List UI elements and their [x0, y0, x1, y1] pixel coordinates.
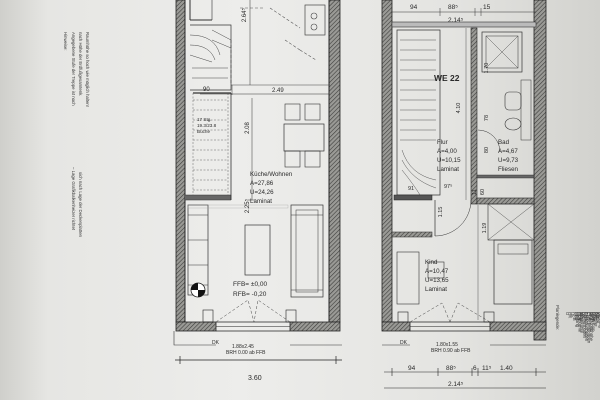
lage-note-line: sich nach Lage der Deckenplatten: [78, 172, 83, 238]
window-brh: BRH 0.90 ab FFB: [431, 348, 471, 354]
window-type: DK: [400, 340, 408, 346]
hinweise-notes: Hinweise: Angegebene Stufe der Treppe is…: [63, 32, 90, 238]
dim-text: 2.08: [245, 122, 251, 134]
legend-item: Unterkante: [580, 312, 585, 334]
dim-text: 2.64⁵: [241, 7, 248, 22]
legend-item: Rohfußboden: [582, 312, 587, 339]
dim-text: 90: [203, 87, 210, 93]
dim-text: 94: [408, 365, 416, 372]
legend-item: Heizung: [598, 312, 600, 328]
dim-text: 2.14⁵: [448, 381, 464, 388]
dim-text: 11: [472, 189, 478, 195]
room-name: Bad: [498, 139, 510, 146]
plan-legend: Planlegende:: [555, 305, 560, 330]
room-area: A=4,67: [498, 148, 518, 155]
right-party-wall: [328, 0, 341, 323]
dim-text: 88⁵: [448, 4, 458, 11]
dim-text: 88⁵: [446, 365, 456, 372]
stairs-label: Buche: [197, 129, 210, 134]
dim-text: 80: [484, 147, 490, 153]
right-unit-plan: [381, 0, 547, 389]
window-size: 1.80x1.55: [436, 342, 458, 348]
room-perimeter: U=9,73: [498, 157, 519, 164]
legend-abbrev: FLU: [583, 312, 588, 320]
room-name: Küche/Wohnen: [250, 171, 293, 178]
rfb-level: RFB= -0,20: [233, 291, 267, 298]
dim-text: 11⁵: [482, 365, 492, 372]
legend-abbrev: FLÜ: [586, 312, 591, 320]
legend-abbrev: HWR: [590, 312, 595, 322]
legend-item: Dreh-Kipp: [591, 312, 596, 332]
legend-abbrev: RBL: [595, 312, 600, 321]
dim-text: 6: [473, 365, 477, 372]
dim-text: 15: [483, 4, 491, 11]
dim-text: 3.60: [248, 375, 262, 382]
room-floor: Laminat: [425, 286, 447, 293]
room-floor: Laminat: [437, 166, 459, 173]
dim-text: 2.14⁵: [448, 17, 464, 24]
room-area: A=27,86: [250, 180, 274, 187]
legend-item: Kante: [596, 312, 600, 324]
legend-item: Fertigfußboden: [584, 312, 589, 342]
hinweise-title: Hinweise:: [63, 32, 68, 51]
room-perimeter: U=10,15: [437, 157, 461, 164]
window-type: DK: [212, 340, 220, 346]
legend-abbrev: HFB: [588, 312, 593, 321]
dim-text: 1.70: [484, 63, 490, 74]
dim-text: 1.15: [438, 207, 444, 218]
room-area: A=10,47: [425, 268, 449, 275]
legend-abbrev: OK: [567, 312, 572, 318]
dim-text: 2.49: [272, 88, 284, 94]
left-unit-plan: [173, 0, 342, 364]
room-floor: Laminat: [250, 198, 272, 205]
dim-text: 4.10: [456, 103, 462, 114]
dim-text: 60: [480, 189, 486, 195]
legend-item: Brüstungshöhe: [589, 312, 594, 342]
dim-text: 91: [408, 186, 414, 192]
room-perimeter: U=24,26: [250, 189, 274, 196]
dim-text: 97⁵: [444, 183, 452, 190]
right-unit-right-wall: [533, 0, 547, 341]
window-size: 1.88x2.45: [232, 344, 254, 350]
hinweise-line: nach Höhe der Erdfußgesamtenk.: [78, 32, 83, 97]
room-area: A=4,00: [437, 148, 457, 155]
legend-item: Oberkante: [577, 312, 582, 333]
window-brh: BRH 0.00 ab FFB: [226, 350, 266, 356]
legend-abbrev: FFB: [574, 312, 579, 320]
lage-note-title: – Lage Grafikbalkenheizer richtet: [71, 167, 76, 231]
legend-abbrev: UK: [570, 312, 575, 318]
legend-item: Estrichfußboden: [587, 312, 592, 344]
legend-abbrev: EFB: [577, 312, 582, 320]
dim-text: 2.25⁵: [244, 198, 251, 213]
legend-abbrev: U: [565, 312, 570, 315]
stairs-label: 17 Stg.: [197, 117, 212, 122]
room-name: Kind: [425, 259, 438, 266]
legend-abbrev: VK: [597, 312, 600, 318]
legend-abbrev: BRH: [579, 312, 584, 321]
legend-abbrev: DK: [581, 312, 586, 318]
dim-text: 78: [484, 115, 490, 121]
hinweise-line: Angegebene Stufe der Treppe ist noch: [71, 32, 76, 106]
legend-title: Planlegende:: [555, 305, 560, 330]
unit-label: WE 22: [434, 73, 460, 83]
ffb-level: FFB= ±0,00: [233, 281, 267, 288]
hinweise-line: Raumhöhe so hoch wie möglich halten!: [85, 32, 90, 107]
legend-item: Umfang: [575, 312, 580, 328]
room-name: Flur: [437, 139, 448, 146]
dim-text: 1.40: [500, 365, 513, 372]
legend-item: Fenster: [593, 312, 598, 327]
dim-text: 1.19: [482, 223, 488, 234]
left-outer-wall: [175, 0, 186, 323]
legend-abbrev: RBL: [593, 312, 598, 321]
room-floor: Fliesen: [498, 166, 519, 173]
legend-abbrev: RFB: [572, 312, 577, 321]
room-perimeter: U=13,65: [425, 277, 449, 284]
stairs-label: 19.3/23.8: [197, 123, 217, 128]
left-unit-labels: 2.64⁵ 90 2.49 2.08 2.25⁵ 17 Stg. 19.3/23…: [197, 7, 293, 382]
dim-text: 94: [410, 4, 418, 11]
right-unit-left-wall: [381, 0, 393, 323]
right-unit-labels: 94 88⁵ 15 2.14⁵ WE 22 1.70 4.10 78 80 60…: [400, 4, 519, 388]
